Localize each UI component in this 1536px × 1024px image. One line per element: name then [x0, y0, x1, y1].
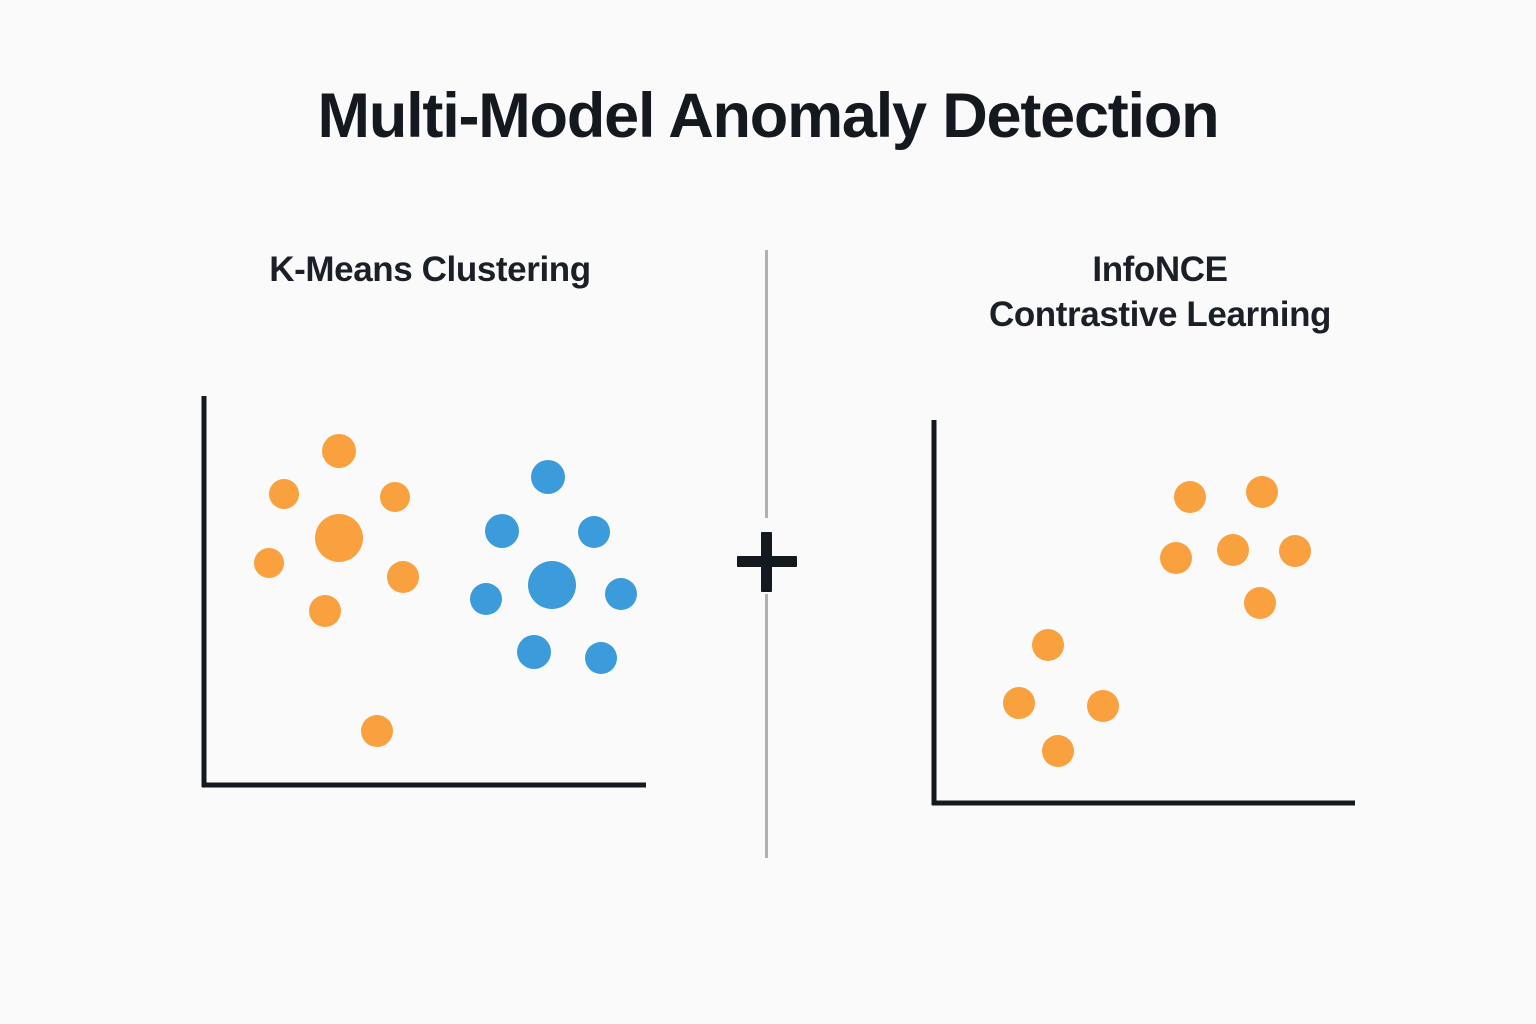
data-point	[1174, 481, 1206, 513]
data-point	[517, 635, 551, 669]
scatter-svg-infonce	[931, 420, 1355, 806]
data-point	[1217, 534, 1249, 566]
data-point	[1160, 542, 1192, 574]
data-point	[1279, 535, 1311, 567]
panel-divider	[765, 250, 769, 858]
data-point	[531, 460, 565, 494]
panel-caption-kmeans: K-Means Clustering	[150, 248, 710, 293]
data-point	[380, 482, 410, 512]
data-point	[585, 642, 617, 674]
data-point	[1246, 476, 1278, 508]
plus-icon-vertical-bar	[761, 532, 772, 592]
data-point	[485, 514, 519, 548]
data-point	[578, 516, 610, 548]
panel-caption-line: K-Means Clustering	[269, 250, 591, 289]
data-point	[1003, 687, 1035, 719]
data-point	[470, 583, 502, 615]
data-point	[1032, 629, 1064, 661]
data-point	[269, 479, 299, 509]
scatter-plot-kmeans	[190, 385, 710, 815]
panel-caption-line: Contrastive Learning	[988, 294, 1332, 334]
divider-line-bottom	[765, 594, 768, 858]
data-point	[1244, 587, 1276, 619]
data-point	[605, 578, 637, 610]
scatter-svg-kmeans	[201, 396, 646, 788]
data-point	[1042, 735, 1074, 767]
data-point	[322, 434, 356, 468]
data-point	[528, 561, 576, 609]
plus-icon	[735, 530, 799, 594]
data-point	[309, 595, 341, 627]
data-point	[254, 548, 284, 578]
series-embedding-high	[1160, 476, 1311, 619]
data-point	[387, 561, 419, 593]
series-embedding-low	[1003, 629, 1119, 767]
panel-caption-line: InfoNCE	[1092, 250, 1228, 289]
panel-kmeans: K-Means Clustering	[150, 0, 710, 1024]
divider-line-top	[765, 250, 768, 518]
scatter-plot-infonce	[920, 410, 1420, 830]
data-point	[1087, 690, 1119, 722]
panel-infonce: InfoNCE Contrastive Learning	[880, 0, 1440, 1024]
series-cluster-a	[254, 434, 419, 747]
series-cluster-b	[470, 460, 637, 674]
page-title: Multi-Model Anomaly Detection	[317, 81, 1220, 151]
panel-caption-infonce: InfoNCE Contrastive Learning	[880, 248, 1440, 338]
data-point	[315, 514, 363, 562]
data-point-outlier	[361, 715, 393, 747]
